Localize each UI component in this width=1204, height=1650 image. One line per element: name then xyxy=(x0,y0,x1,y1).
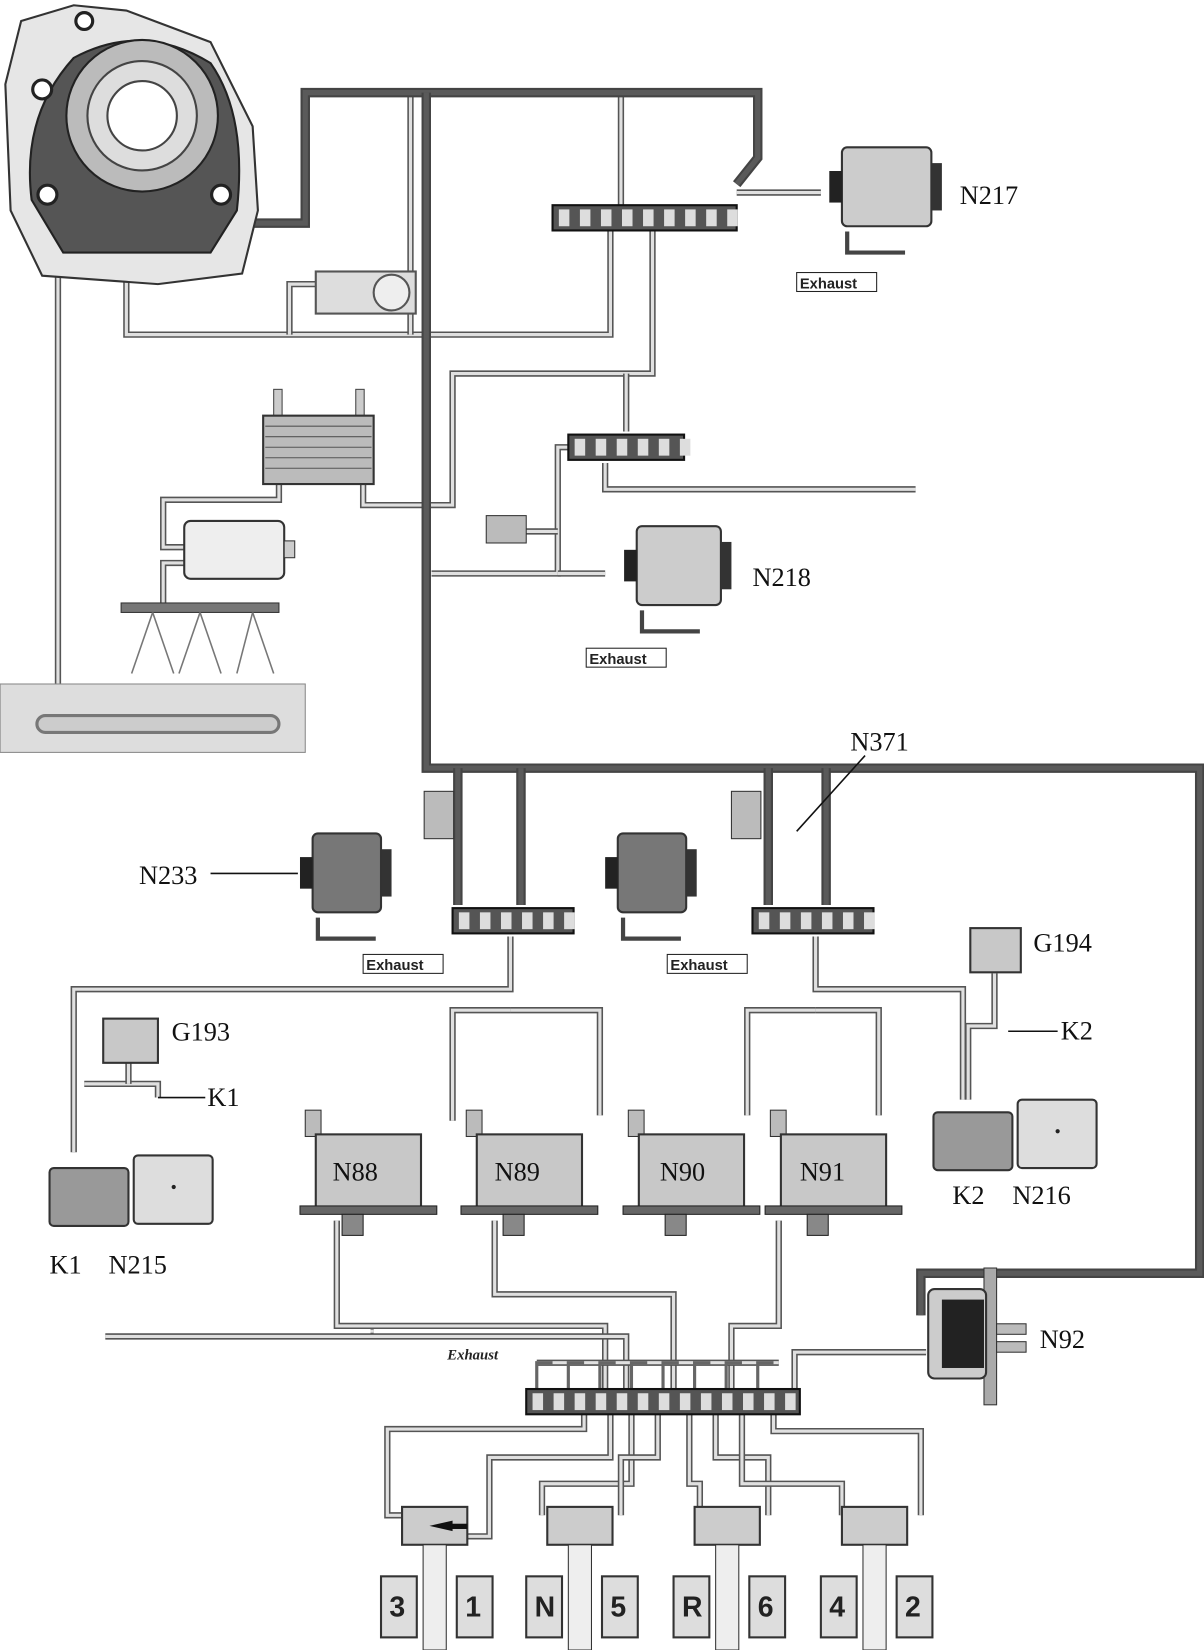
label-n216: N216 xyxy=(1012,1181,1070,1210)
gear-label-right: 5 xyxy=(610,1591,626,1623)
sensor-g193 xyxy=(102,1017,159,1064)
gear-label-left: 3 xyxy=(389,1591,405,1623)
label-k1-line: K1 xyxy=(207,1083,239,1112)
hydraulic-line xyxy=(770,1410,925,1516)
hydraulic-line xyxy=(449,1007,511,1121)
label-n92: N92 xyxy=(1040,1325,1085,1354)
hydraulic-line xyxy=(84,1080,162,1098)
oil-cooler xyxy=(262,388,375,486)
sensor-g194 xyxy=(969,927,1022,974)
label-n88: N88 xyxy=(333,1158,378,1187)
exhaust-tag: Exhaust xyxy=(585,647,667,668)
solenoid-n233 xyxy=(299,832,392,941)
gear-label-right: 1 xyxy=(465,1591,481,1623)
hydraulic-line xyxy=(815,1007,882,1116)
hydraulic-line xyxy=(510,1007,604,1116)
hydraulic-line xyxy=(286,280,316,335)
exhaust-label-italic: Exhaust xyxy=(446,1348,499,1364)
hydraulic-line xyxy=(738,1410,846,1516)
label-k1: K1 xyxy=(50,1250,82,1279)
shift-piston xyxy=(546,1505,614,1546)
valve-clutch-k1 xyxy=(451,907,575,935)
hydraulic-line xyxy=(617,1410,661,1516)
clutch-k1-with-n215 xyxy=(48,1154,214,1227)
hydraulic-line xyxy=(791,1349,927,1390)
oil-pump xyxy=(4,4,259,286)
valve-lubrication xyxy=(567,433,691,461)
gear-label-right: 2 xyxy=(905,1591,921,1623)
solenoid-n371 xyxy=(605,832,697,941)
arrow-icon xyxy=(429,1520,453,1532)
label-n90: N90 xyxy=(660,1158,705,1187)
oil-filter xyxy=(183,519,296,580)
svg-text:Exhaust: Exhaust xyxy=(670,958,727,974)
hydraulic-line xyxy=(160,559,185,603)
hydraulic-line xyxy=(812,936,967,1100)
exhaust-tag: Exhaust xyxy=(362,953,444,974)
solenoid-n217 xyxy=(829,146,942,255)
solenoid-n88 xyxy=(299,1109,438,1236)
label-n217: N217 xyxy=(960,181,1018,210)
hydraulic-line xyxy=(744,1007,816,1116)
hydraulic-line xyxy=(384,1410,588,1519)
spring-accumulator xyxy=(423,515,762,840)
shift-piston xyxy=(840,1505,909,1546)
hydraulic-line xyxy=(602,463,916,493)
gear-label-left: N xyxy=(535,1591,556,1623)
label-g193: G193 xyxy=(172,1018,230,1047)
solenoid-n89 xyxy=(460,1109,599,1236)
gear-label-right: 6 xyxy=(758,1591,774,1623)
oil-sump xyxy=(0,683,306,753)
label-k2: K2 xyxy=(952,1181,984,1210)
valve-multiplexer xyxy=(525,1387,801,1416)
svg-text:Exhaust: Exhaust xyxy=(589,652,646,668)
valve-main-pressure xyxy=(551,204,738,232)
svg-text:Exhaust: Exhaust xyxy=(800,276,857,292)
hydraulic-line xyxy=(210,87,763,228)
check-valve xyxy=(314,270,417,315)
solenoid-n92 xyxy=(927,1267,1027,1406)
label-k2-line: K2 xyxy=(1061,1017,1093,1046)
label-n215: N215 xyxy=(108,1250,166,1279)
gear-label-left: R xyxy=(682,1591,703,1623)
svg-text:Exhaust: Exhaust xyxy=(366,958,423,974)
solenoid-n90 xyxy=(622,1109,761,1236)
gear-label-left: 4 xyxy=(829,1591,845,1623)
label-g194: G194 xyxy=(1033,928,1091,957)
label-n91: N91 xyxy=(800,1158,845,1187)
valve-clutch-k2 xyxy=(751,907,875,935)
solenoid-n91 xyxy=(764,1109,903,1236)
solenoid-n218 xyxy=(624,525,732,634)
exhaust-tag: Exhaust xyxy=(796,272,878,292)
clutch-k2-with-n216 xyxy=(932,1098,1098,1172)
label-n371: N371 xyxy=(850,727,908,756)
label-n233: N233 xyxy=(139,861,197,890)
label-n89: N89 xyxy=(495,1158,540,1187)
spray-bar xyxy=(120,602,280,674)
label-n218: N218 xyxy=(752,563,810,592)
shift-piston xyxy=(693,1505,761,1546)
hydraulic-lines xyxy=(54,87,1204,1540)
hydraulic-line xyxy=(965,973,998,1100)
exhaust-tag: Exhaust xyxy=(666,953,748,974)
